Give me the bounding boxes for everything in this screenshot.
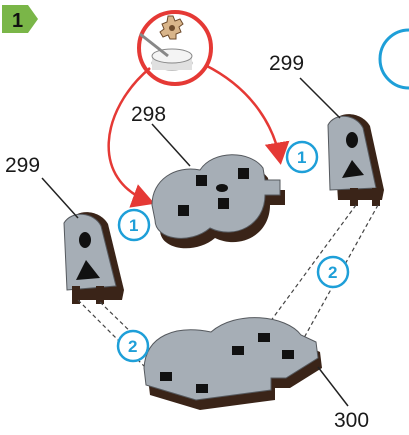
leader-299-left <box>42 178 78 218</box>
label-300: 300 <box>334 409 369 432</box>
leader-299-right <box>300 78 340 118</box>
svg-text:2: 2 <box>328 263 337 282</box>
glue-arrow-left <box>109 68 150 202</box>
callout-right-assembly: 2 <box>318 257 348 287</box>
label-298: 298 <box>131 103 166 126</box>
leader-300 <box>318 367 348 406</box>
callout-right-glue: 1 <box>287 142 317 172</box>
leader-298 <box>152 124 190 166</box>
part-299-left-side <box>64 212 124 304</box>
callout-left-glue: 1 <box>119 210 149 240</box>
label-299-left: 299 <box>5 154 40 177</box>
glue-pot-icon <box>139 12 211 84</box>
svg-text:1: 1 <box>129 216 138 235</box>
part-300-base-plate <box>144 318 322 410</box>
callout-left-assembly: 2 <box>118 331 148 361</box>
glue-arrow-right <box>205 65 280 160</box>
label-299-right: 299 <box>269 52 304 75</box>
svg-text:1: 1 <box>297 148 306 167</box>
step-number: 1 <box>12 10 23 32</box>
svg-text:2: 2 <box>128 337 137 356</box>
partial-callout-circle <box>380 30 409 88</box>
part-298-center-piece <box>152 155 285 249</box>
step-badge: 1 <box>2 5 38 33</box>
part-299-right-side <box>328 114 384 206</box>
